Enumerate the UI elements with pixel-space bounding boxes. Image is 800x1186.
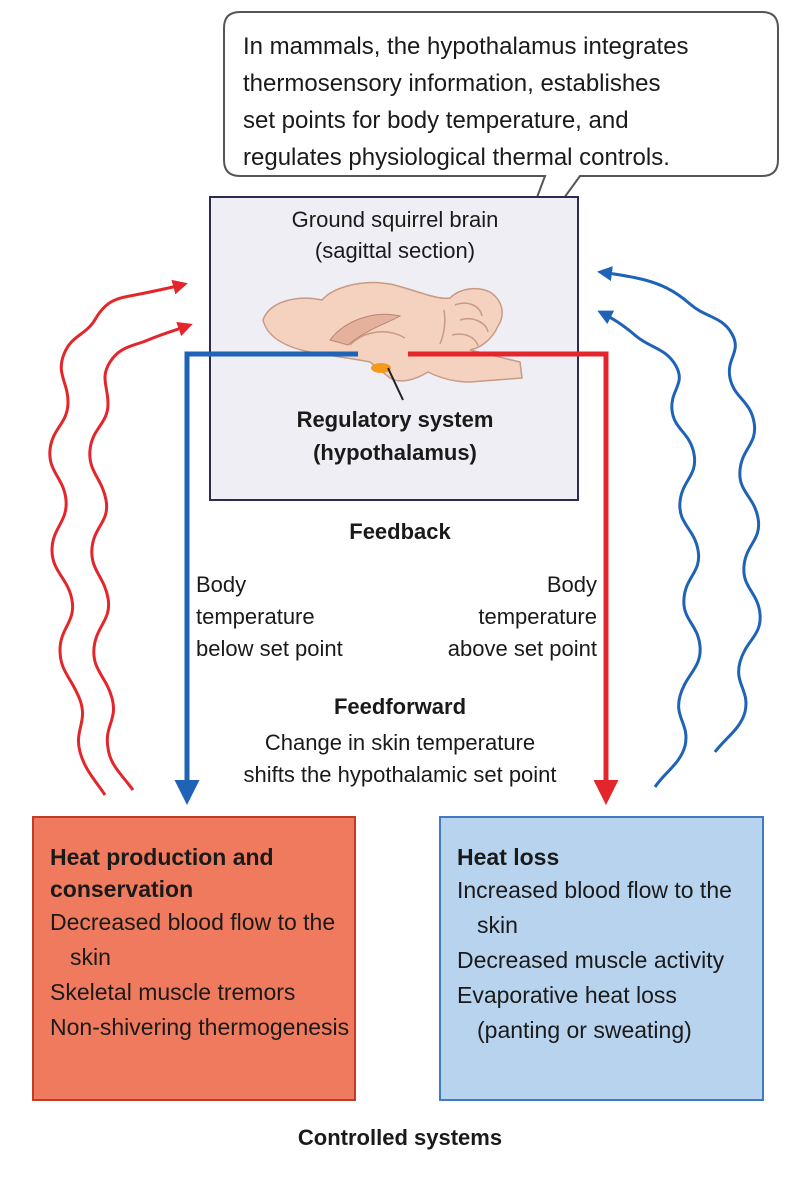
feedforward-line: Change in skin temperature (264, 730, 536, 755)
hypothalamus-spot (371, 363, 391, 373)
blue-wavy-arrow-outer (597, 266, 762, 753)
brain-title: Ground squirrel brain (sagittal section) (212, 204, 578, 266)
below-line: Body (196, 572, 247, 597)
callout-line: In mammals, the hypothalamus integrates (243, 33, 689, 60)
red-pathway-arrow (408, 351, 619, 805)
above-line: above set point (447, 636, 597, 661)
blue-pathway-arrow (174, 351, 358, 805)
above-line: Body (546, 572, 597, 597)
above-line: temperature (478, 604, 597, 629)
red-wavy-arrow-outer (48, 279, 188, 796)
hypothalamus-pointer (387, 367, 404, 401)
regulatory-line: Regulatory system (296, 407, 494, 432)
thalamus-curve (349, 331, 406, 346)
heat-production-content: Heat production and conservation Decreas… (50, 841, 350, 1045)
feedforward-description: Change in skin temperature shifts the hy… (0, 727, 800, 791)
red-wavy-arrow-inner (88, 321, 193, 791)
above-set-point-label: Body temperature above set point (380, 569, 597, 665)
feedforward-heading: Feedforward (333, 694, 467, 719)
heat-production-list: Decreased blood flow to the skin Skeleta… (50, 905, 350, 1045)
list-item: Increased blood flow to the skin (457, 877, 732, 938)
below-line: below set point (196, 636, 343, 661)
callout-line: set points for body temperature, and (243, 107, 629, 134)
heat-loss-title: Heat loss (457, 844, 560, 870)
below-set-point-label: Body temperature below set point (196, 569, 416, 665)
heat-loss-box (439, 816, 764, 1101)
list-item: Decreased muscle activity (457, 947, 725, 973)
heat-production-title: Heat production and conservation (50, 841, 350, 905)
heat-loss-content: Heat loss Increased blood flow to the sk… (457, 841, 762, 1048)
below-line: temperature (196, 604, 315, 629)
heat-production-title-line: conservation (50, 876, 194, 902)
blue-wavy-arrow-inner (597, 310, 702, 788)
heat-loss-list: Increased blood flow to the skin Decreas… (457, 873, 762, 1048)
brain-title-line: Ground squirrel brain (291, 207, 499, 232)
heat-production-box (32, 816, 356, 1101)
callout-line: thermosensory information, establishes (243, 70, 661, 97)
regulatory-system-label: Regulatory system (hypothalamus) (212, 403, 578, 469)
callout-line: regulates physiological thermal controls… (243, 144, 670, 171)
cerebellum-folds (439, 302, 489, 347)
feedback-heading: Feedback (349, 519, 451, 544)
heat-production-title-line: Heat production and (50, 844, 274, 870)
list-item: Decreased blood flow to the skin (50, 909, 336, 970)
list-item: Skeletal muscle tremors (50, 979, 296, 1005)
controlled-systems-label: Controlled systems (297, 1125, 503, 1150)
callout-text: In mammals, the hypothalamus integrates … (243, 28, 783, 176)
list-item: Evaporative heat loss (panting or sweati… (457, 982, 692, 1043)
brain-illustration (262, 281, 523, 401)
list-item: Non-shivering thermogenesis (50, 1014, 350, 1040)
brain-subtitle-line: (sagittal section) (314, 238, 476, 263)
hypothalamus-line: (hypothalamus) (313, 440, 477, 465)
feedforward-line: shifts the hypothalamic set point (243, 762, 557, 787)
corpus-callosum (329, 313, 402, 346)
